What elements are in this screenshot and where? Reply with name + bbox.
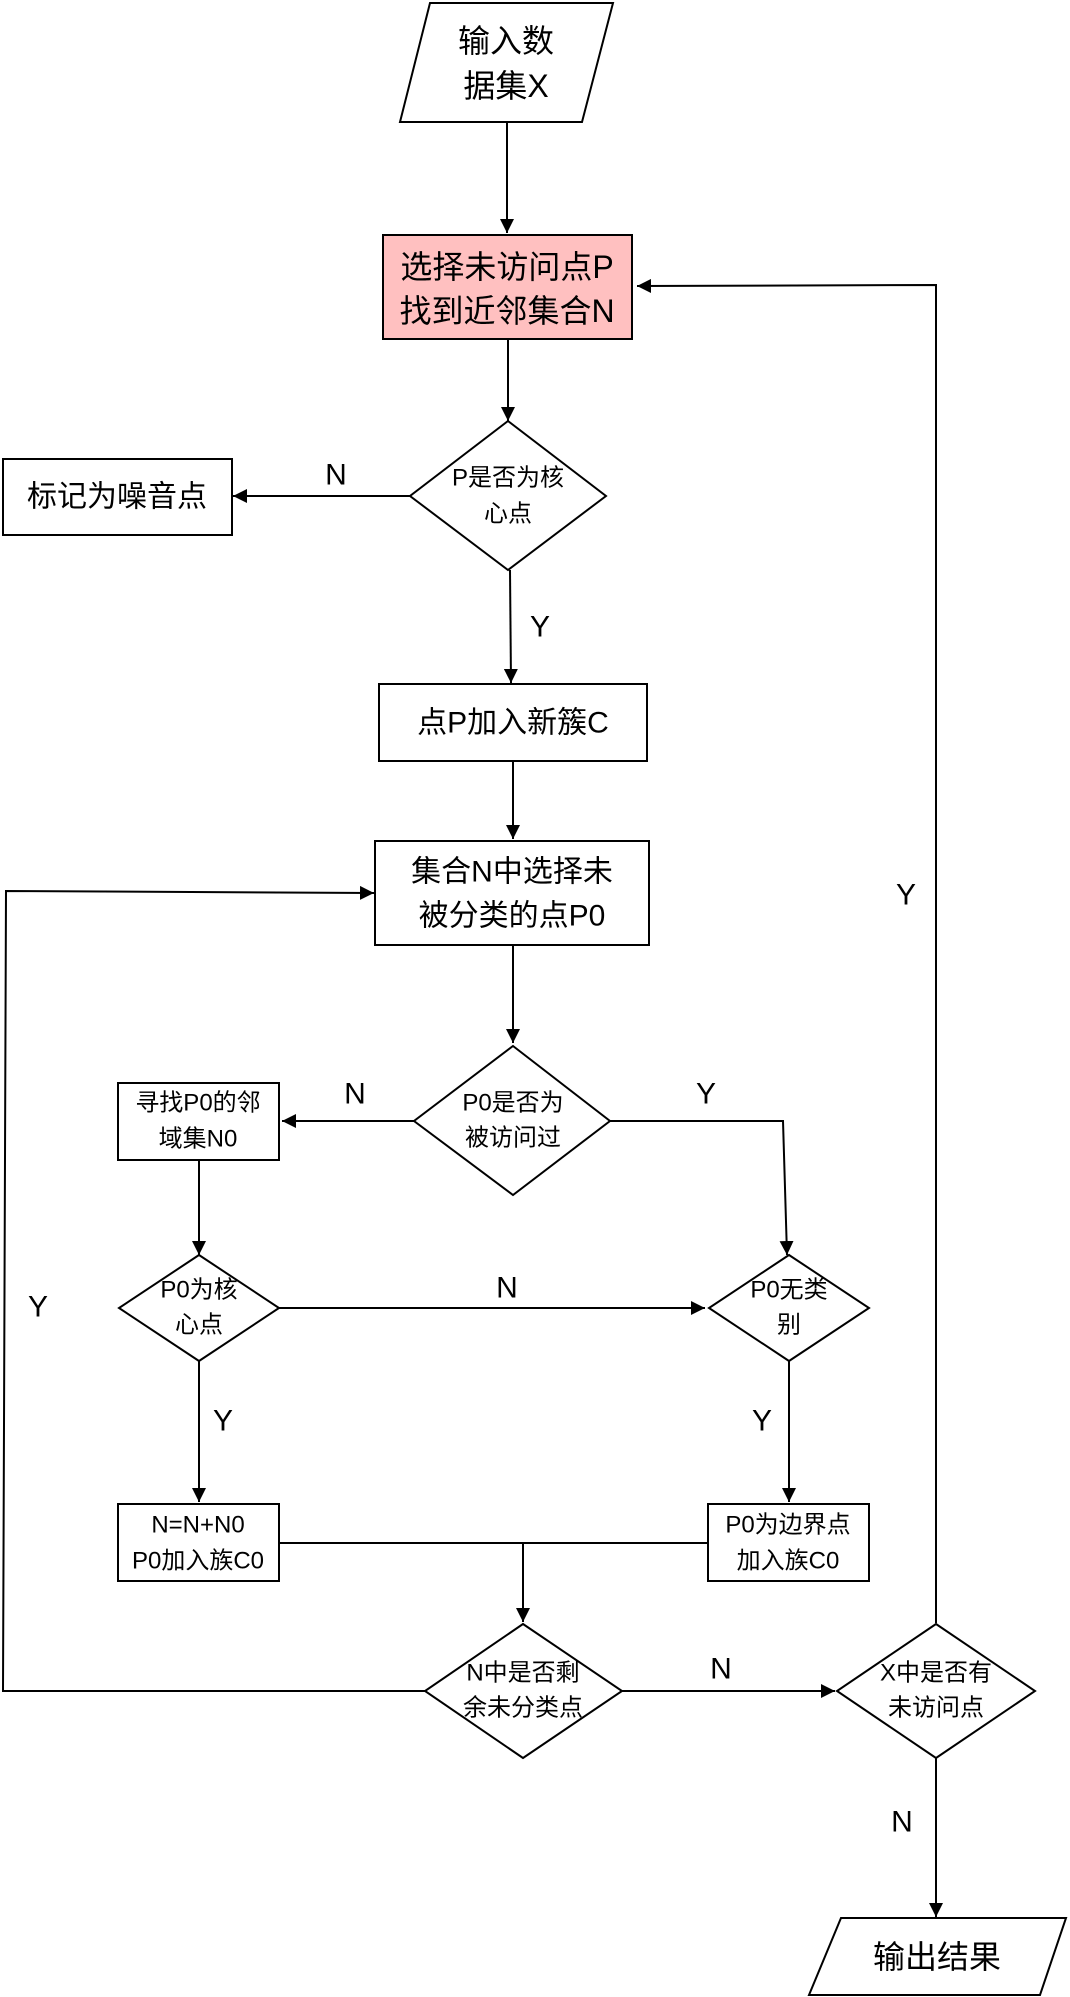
no-class-line-2: 别 bbox=[777, 1312, 801, 1339]
node-remain: N中是否剩 余未分类点 bbox=[423, 1622, 624, 1760]
label-noclass-y: Y bbox=[752, 1405, 772, 1438]
node-noise: 标记为噪音点 bbox=[2, 458, 233, 536]
label-visited-n: N bbox=[344, 1078, 366, 1111]
p0-core-line-2: 心点 bbox=[175, 1312, 223, 1339]
border-shape bbox=[707, 1503, 870, 1582]
x-unvisited-line-2: 未访问点 bbox=[888, 1695, 984, 1722]
edge-labels: N Y N Y N Y Y Y N Y N bbox=[28, 459, 916, 1839]
label-p0core-n: N bbox=[496, 1272, 518, 1305]
is-core-line-2: 心点 bbox=[484, 501, 532, 528]
merge-line-2: P0加入族C0 bbox=[132, 1548, 264, 1575]
noise-shape bbox=[2, 458, 233, 536]
select-shape bbox=[382, 234, 633, 340]
node-select: 选择未访问点P 找到近邻集合N bbox=[382, 234, 633, 340]
node-new-cluster: 点P加入新簇C bbox=[378, 683, 648, 762]
node-no-class: P0无类 别 bbox=[707, 1253, 871, 1363]
remain-line-1: N中是否剩 bbox=[466, 1660, 579, 1687]
node-x-unvisited: X中是否有 未访问点 bbox=[835, 1622, 1037, 1760]
no-class-line-1: P0无类 bbox=[750, 1277, 827, 1304]
border-line-2: 加入族C0 bbox=[737, 1548, 840, 1575]
find-neighbors-line-1: 寻找P0的邻 bbox=[135, 1090, 260, 1117]
output-shape bbox=[807, 1917, 1068, 1996]
merge-shape bbox=[117, 1503, 280, 1582]
visited-line-2: 被访问过 bbox=[465, 1125, 561, 1152]
label-remain-y: Y bbox=[28, 1291, 48, 1324]
label-core-n: N bbox=[325, 459, 347, 492]
label-x-y: Y bbox=[896, 879, 916, 912]
select-n-line-2: 被分类的点P0 bbox=[419, 900, 606, 933]
border-line-1: P0为边界点 bbox=[725, 1512, 850, 1539]
is-core-shape bbox=[408, 419, 608, 572]
no-class-shape bbox=[707, 1253, 871, 1363]
output-line-1: 输出结果 bbox=[873, 1939, 1001, 1975]
node-output: 输出结果 bbox=[807, 1917, 1068, 1996]
visited-line-1: P0是否为 bbox=[462, 1090, 563, 1117]
node-p0-core: P0为核 心点 bbox=[117, 1253, 281, 1363]
remain-line-2: 余未分类点 bbox=[463, 1695, 583, 1722]
new-cluster-line-1: 点P加入新簇C bbox=[417, 707, 609, 740]
edges bbox=[1, 122, 943, 1917]
remain-shape bbox=[423, 1622, 624, 1760]
node-merge: N=N+N0 P0加入族C0 bbox=[117, 1503, 280, 1582]
label-core-y: Y bbox=[530, 611, 550, 644]
label-x-n: N bbox=[891, 1806, 913, 1839]
p0-core-line-1: P0为核 bbox=[160, 1277, 237, 1304]
edge-remain-selectn bbox=[1, 885, 425, 1692]
node-select-n: 集合N中选择未 被分类的点P0 bbox=[374, 840, 650, 946]
find-neighbors-shape bbox=[117, 1082, 280, 1161]
new-cluster-shape bbox=[378, 683, 648, 762]
select-n-shape bbox=[374, 840, 650, 946]
label-visited-y: Y bbox=[696, 1078, 716, 1111]
input-shape bbox=[398, 1, 615, 123]
input-line-1: 输入数 bbox=[458, 23, 554, 59]
label-p0core-y: Y bbox=[213, 1405, 233, 1438]
node-visited: P0是否为 被访问过 bbox=[412, 1044, 612, 1197]
find-neighbors-line-2: 域集N0 bbox=[159, 1126, 238, 1153]
p0-core-shape bbox=[117, 1253, 281, 1363]
select-n-line-1: 集合N中选择未 bbox=[411, 856, 613, 889]
input-line-2: 据集X bbox=[463, 68, 548, 104]
is-core-line-1: P是否为核 bbox=[452, 465, 564, 492]
edge-core-cluster bbox=[503, 569, 518, 684]
x-unvisited-shape bbox=[835, 1622, 1037, 1760]
node-find-neighbors: 寻找P0的邻 域集N0 bbox=[117, 1082, 280, 1161]
edge-visited-noclass bbox=[610, 1120, 794, 1256]
x-unvisited-line-1: X中是否有 bbox=[880, 1660, 992, 1687]
select-line-2: 找到近邻集合N bbox=[399, 293, 614, 329]
node-is-core: P是否为核 心点 bbox=[408, 419, 608, 572]
noise-line-1: 标记为噪音点 bbox=[27, 481, 207, 514]
node-border: P0为边界点 加入族C0 bbox=[707, 1503, 870, 1582]
merge-line-1: N=N+N0 bbox=[151, 1512, 244, 1539]
select-line-1: 选择未访问点P bbox=[400, 249, 613, 285]
visited-shape bbox=[412, 1044, 612, 1197]
node-input: 输入数 据集X bbox=[398, 1, 615, 123]
edge-x-select bbox=[636, 278, 937, 1623]
label-remain-n: N bbox=[710, 1653, 732, 1686]
